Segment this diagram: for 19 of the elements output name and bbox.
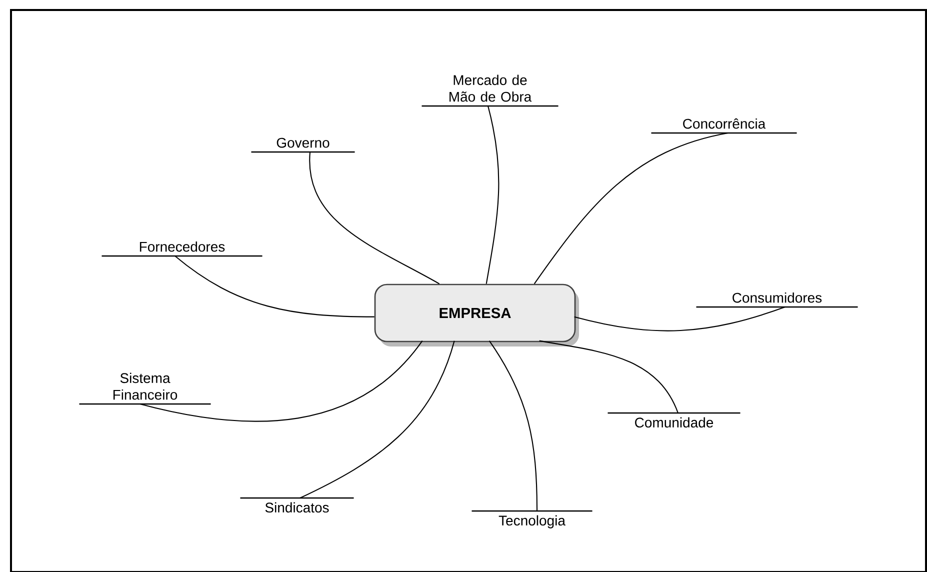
central-box: EMPRESA <box>374 284 579 346</box>
connector-curve <box>534 132 728 284</box>
topic-label: Sistema Financeiro <box>79 372 211 405</box>
connector-curve <box>488 340 538 511</box>
topic-label: Mercado de Mão de Obra <box>422 74 558 107</box>
topic-label: Governo <box>251 138 355 153</box>
topic-label: Sindicatos <box>240 497 354 513</box>
connector-curve <box>486 106 500 284</box>
connector-curve <box>300 340 455 498</box>
topic-label: Fornecedores <box>102 241 262 257</box>
connector-curve <box>174 256 374 318</box>
connector-curve <box>309 152 440 284</box>
topic-label: Consumidores <box>696 292 858 308</box>
connector-curve <box>140 340 423 422</box>
connector-curve <box>539 340 678 414</box>
connector-curve <box>574 306 786 332</box>
topic-label: Comunidade <box>608 412 740 428</box>
topic-label: Tecnologia <box>472 510 592 528</box>
topic-label: Concorrência <box>651 118 797 134</box>
